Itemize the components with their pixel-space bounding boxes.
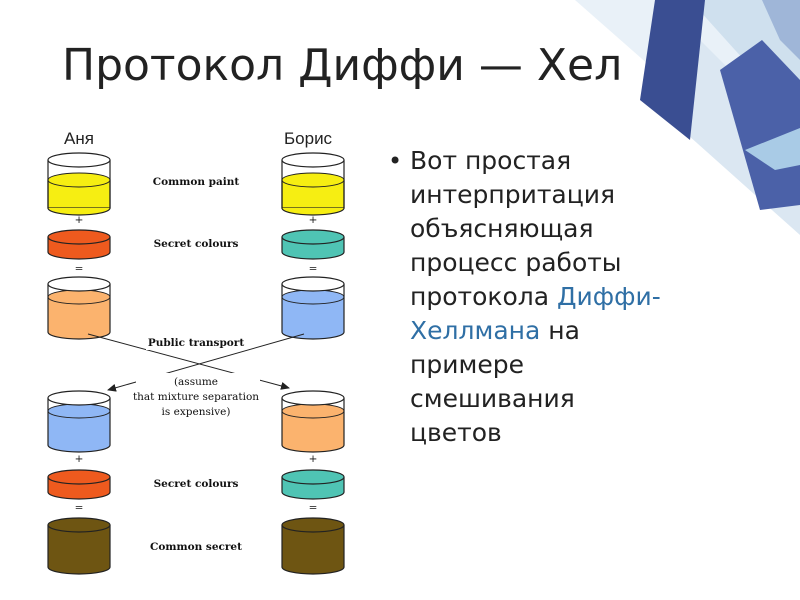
bullet-text-segment: на [540, 316, 580, 345]
equals-operator: = [309, 502, 318, 514]
public-transport-label: Public transport [148, 337, 245, 349]
equals-operator: = [309, 263, 318, 275]
deco-stripe [640, 0, 705, 140]
plus-operator: + [309, 214, 318, 226]
boris-received-mixture-container [281, 390, 345, 453]
bullet-text-segment: примере [410, 350, 524, 379]
anya-secret-colour-disc-2 [47, 469, 111, 500]
bullet-point-icon: • [388, 147, 403, 175]
anya-mixture-container [47, 276, 111, 340]
assumption-note-line-3: is expensive) [162, 406, 231, 418]
secret-colours-label-top: Secret colours [154, 238, 239, 250]
bullet-text-segment: процесс работы [410, 248, 622, 277]
bullet-text-segment: Вот простая [410, 146, 572, 175]
deco-stripe [762, 0, 800, 60]
common-secret-label: Common secret [150, 541, 242, 553]
bullet-text-segment: интерпритация [410, 180, 616, 209]
slide-title: Протокол Диффи — Хеллмана [62, 40, 622, 91]
bullet-text-segment: протокола [410, 282, 558, 311]
boris-common-paint-container [281, 152, 345, 216]
anya-secret-colour-disc [47, 229, 111, 260]
equals-operator: = [75, 263, 84, 275]
highlighted-term: Хеллмана [410, 316, 541, 345]
assumption-note-line-1: (assume [174, 376, 218, 388]
boris-secret-colour-disc [281, 229, 345, 260]
deco-stripe [745, 128, 800, 170]
assumption-note-line-2: that mixture separation [133, 391, 259, 403]
boris-mixture-container [281, 276, 345, 340]
boris-secret-colour-disc-2 [281, 469, 345, 500]
diffie-hellman-figure: Аня Борис Common paint + + [36, 126, 366, 586]
boris-common-secret-container [281, 517, 345, 575]
person-anya-label: Аня [64, 129, 94, 148]
person-boris-label: Борис [284, 129, 333, 148]
highlighted-term: Диффи- [557, 282, 661, 311]
plus-operator: + [309, 453, 318, 465]
anya-common-paint-container [47, 152, 111, 216]
bullet-text-segment: цветов [410, 418, 502, 447]
anya-common-secret-container [47, 517, 111, 575]
common-paint-label: Common paint [153, 176, 240, 188]
bullet-text-segment: объясняющая [410, 214, 594, 243]
paint-mixing-diagram: Аня Борис Common paint + + [47, 129, 345, 575]
bullet-list: • Вот простая интерпритация объясняющая про… [388, 144, 738, 450]
bullet-text: Вот простая интерпритация объясняющая проце… [410, 144, 738, 450]
plus-operator: + [75, 214, 84, 226]
anya-received-mixture-container [47, 390, 111, 453]
plus-operator: + [75, 453, 84, 465]
bullet-text-segment: смешивания [410, 384, 575, 413]
equals-operator: = [75, 502, 84, 514]
secret-colours-label-bottom: Secret colours [154, 478, 239, 490]
